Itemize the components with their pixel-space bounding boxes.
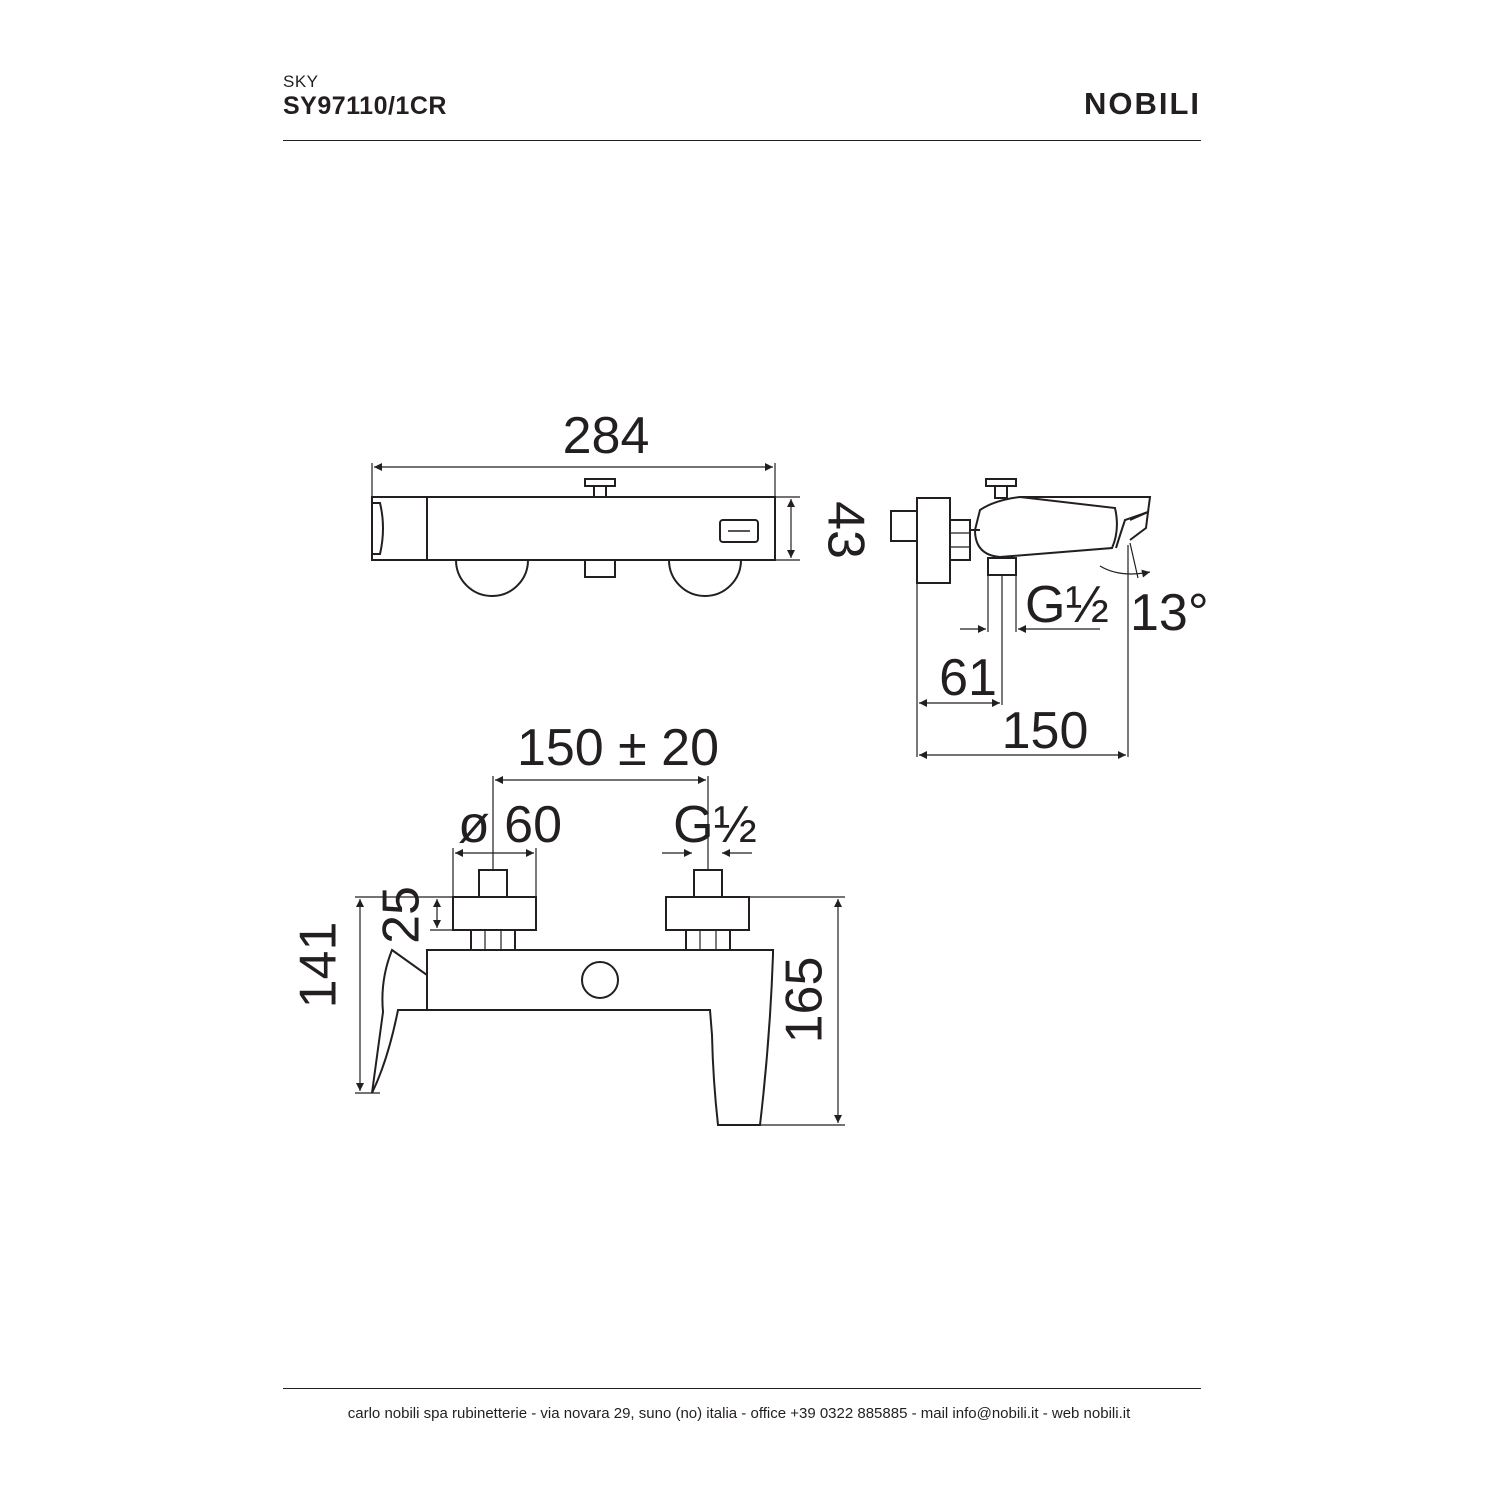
outlet-nipple xyxy=(584,559,616,578)
dim-label-165: 165 xyxy=(776,957,834,1044)
flange-front-left xyxy=(452,896,537,931)
diverter-stem xyxy=(593,485,607,498)
coupling-nut xyxy=(949,519,971,561)
front-view xyxy=(355,776,845,1126)
product-series: SKY xyxy=(283,72,319,91)
brand-logo: NOBILI xyxy=(1083,86,1201,121)
dim-label-25: 25 xyxy=(373,886,431,944)
mixer-body-side xyxy=(973,495,1118,559)
handle-lever xyxy=(371,948,428,1094)
dim-label-angle: 13° xyxy=(1130,584,1209,642)
dim-label-centres: 150 ± 20 xyxy=(517,719,719,777)
wall-flange-side xyxy=(916,497,951,584)
wall-connector xyxy=(890,510,918,542)
dim-label-side-thread: G½ xyxy=(1025,576,1109,634)
dim-label-width: 284 xyxy=(563,407,650,465)
dim-label-diameter: ø 60 xyxy=(458,796,562,854)
inlet-right xyxy=(693,869,723,898)
product-code: SY97110/1CR xyxy=(283,92,447,120)
mixer-body-front xyxy=(426,949,774,1126)
diverter-stem-side xyxy=(994,485,1008,499)
mixer-body-top xyxy=(371,496,776,561)
spout-outlet xyxy=(719,519,759,543)
flange-right xyxy=(668,559,742,597)
spout-tip xyxy=(1129,510,1150,541)
dim-label-141: 141 xyxy=(290,922,348,1009)
nut-left xyxy=(470,929,516,951)
diverter-knob xyxy=(584,478,616,487)
dim-label-150: 150 xyxy=(1002,702,1089,760)
side-view xyxy=(890,478,1152,759)
handle-cap xyxy=(372,502,384,555)
inlet-left xyxy=(478,869,508,898)
footer-divider xyxy=(283,1388,1201,1389)
outlet-thread-side xyxy=(987,557,1017,576)
header-divider xyxy=(283,140,1201,141)
footer-contact: carlo nobili spa rubinetterie - via nova… xyxy=(347,1405,1131,1422)
top-view xyxy=(371,463,800,597)
dim-label-61: 61 xyxy=(939,649,997,707)
dim-label-height: 43 xyxy=(816,501,874,559)
nut-right xyxy=(685,929,731,951)
diverter-button xyxy=(581,961,619,999)
flange-left xyxy=(455,559,529,597)
flange-front-right xyxy=(665,896,750,931)
dim-label-front-thread: G½ xyxy=(673,796,757,854)
diverter-knob-side xyxy=(985,478,1017,487)
